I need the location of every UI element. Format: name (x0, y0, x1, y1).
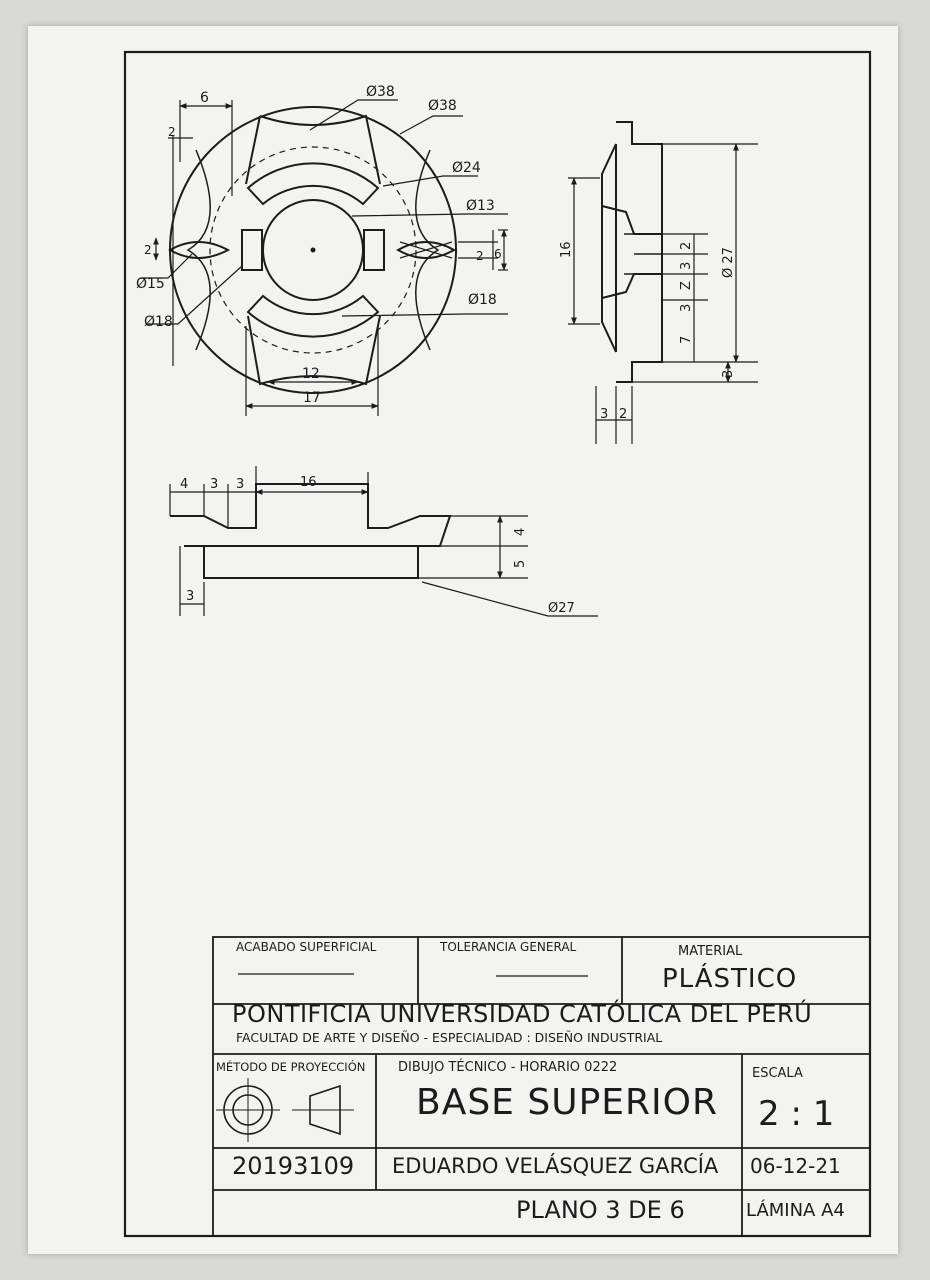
material-label: MATERIAL (678, 944, 743, 959)
dim-2-side: 2 (144, 243, 152, 257)
top-dim-h4: 4 (513, 528, 528, 536)
upper-c-arc (246, 162, 380, 206)
top-view (170, 483, 452, 579)
dim-2-top: 2 (168, 125, 176, 139)
side-dim-16: 16 (559, 241, 574, 258)
front-view-labels: 6 2 2 Ø38 Ø38 Ø24 Ø13 Ø18 Ø15 Ø18 2 6 12… (136, 84, 502, 406)
dim-17: 17 (303, 390, 321, 406)
dia-38-a: Ø38 (366, 84, 395, 100)
plano-number: PLANO 3 DE 6 (516, 1196, 685, 1224)
hidden-circle (209, 146, 417, 354)
dim-slot-2: 2 (476, 249, 484, 263)
dim-12: 12 (302, 366, 320, 382)
acabado-label: ACABADO SUPERFICIAL (236, 940, 377, 954)
university-name: PONTIFICIA UNIVERSIDAD CATÓLICA DEL PERÚ (232, 1000, 813, 1028)
front-view (167, 106, 457, 394)
side-dim-bottom-2: 2 (619, 407, 627, 422)
drawing-date: 06-12-21 (750, 1154, 841, 1178)
dim-slot-6: 6 (494, 247, 502, 261)
top-dim-h5: 5 (513, 560, 528, 568)
top-dim-4: 4 (180, 477, 188, 492)
side-dim-7: 7 (679, 336, 694, 344)
drawing-sheet: 6 2 2 Ø38 Ø38 Ø24 Ø13 Ø18 Ø15 Ø18 2 6 12… (28, 26, 898, 1254)
technical-drawing: 6 2 2 Ø38 Ø38 Ø24 Ø13 Ø18 Ø15 Ø18 2 6 12… (123, 50, 872, 1238)
side-dim-27: Ø 27 (721, 247, 736, 278)
top-dim-base-3: 3 (186, 589, 194, 604)
dia-18-right: Ø18 (468, 292, 497, 308)
author-name: EDUARDO VELÁSQUEZ GARCÍA (392, 1154, 719, 1178)
course-label: DIBUJO TÉCNICO - HORARIO 0222 (398, 1060, 618, 1075)
lower-c-arc (246, 294, 380, 338)
tolerancia-label: TOLERANCIA GENERAL (440, 940, 577, 954)
student-code: 20193109 (232, 1152, 355, 1180)
side-view-dimensions (568, 143, 758, 444)
dia-13: Ø13 (466, 198, 495, 214)
escala-value: 2 : 1 (758, 1094, 835, 1134)
drawing-title: BASE SUPERIOR (416, 1082, 719, 1123)
escala-label: ESCALA (752, 1066, 803, 1081)
top-dim-16: 16 (300, 475, 317, 490)
faculty-name: FACULTAD DE ARTE Y DISEÑO - ESPECIALIDAD… (236, 1030, 663, 1045)
dim-6: 6 (200, 90, 209, 106)
dia-24: Ø24 (452, 160, 481, 176)
side-dim-3b: 3 (679, 304, 694, 312)
side-dim-3a: 3 (679, 262, 694, 270)
title-block-grid (212, 936, 871, 1237)
front-view-dimensions (140, 99, 508, 416)
projection-method-icon (216, 1078, 354, 1142)
dia-18-left: Ø18 (144, 314, 173, 330)
top-view-dimensions (169, 466, 598, 617)
border-frame (123, 50, 872, 1238)
side-view-labels: 16 2 3 Z 3 7 Ø 27 3 3 2 (559, 241, 736, 422)
side-dim-3c: 3 (721, 370, 736, 378)
dia-15: Ø15 (136, 276, 165, 292)
side-dim-2: 2 (679, 242, 694, 250)
side-dim-z: Z (679, 281, 694, 290)
side-view (601, 121, 663, 383)
material-value: PLÁSTICO (662, 964, 798, 994)
top-view-labels: 4 3 3 16 4 5 3 Ø27 (180, 475, 575, 616)
top-dim-3a: 3 (210, 477, 218, 492)
top-dia-27: Ø27 (548, 601, 575, 616)
dia-38-b: Ø38 (428, 98, 457, 114)
metodo-label: MÉTODO DE PROYECCIÓN (216, 1060, 366, 1074)
top-dim-3b: 3 (236, 477, 244, 492)
side-dim-bottom-3: 3 (600, 407, 608, 422)
lamina-size: LÁMINA A4 (746, 1200, 845, 1221)
